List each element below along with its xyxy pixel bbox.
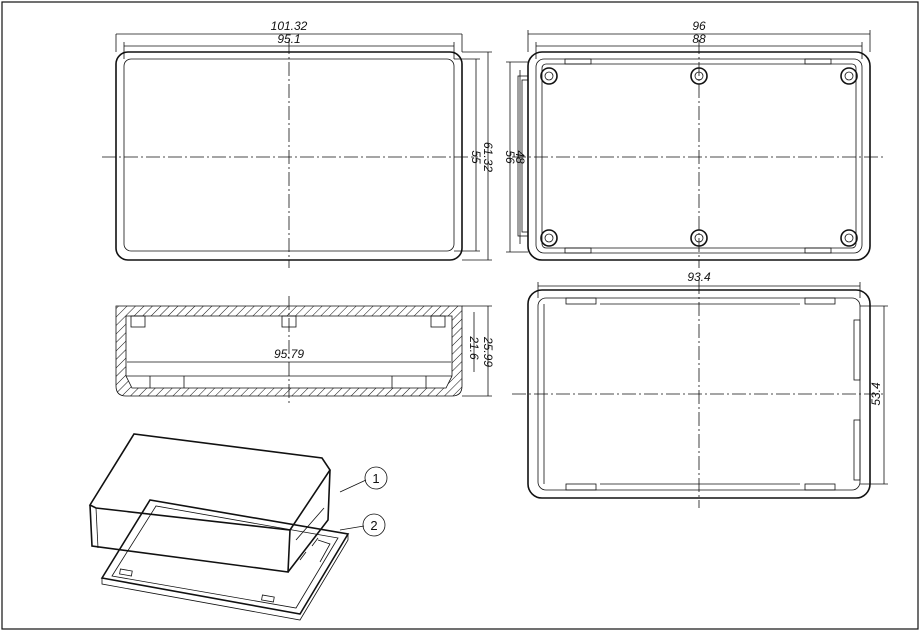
dim-section-outer-height: 25.99 (481, 336, 495, 367)
dim-base-inner-height: 48 (513, 150, 527, 164)
dim-top-outer-width: 101.32 (271, 19, 308, 33)
dim-bottom-inner-height: 53.4 (869, 382, 883, 406)
dim-base-outer-width: 96 (692, 19, 706, 33)
base-view (506, 30, 884, 268)
part-1-label: 1 (372, 471, 379, 486)
cover-box-part (88, 433, 331, 573)
section-view (115, 296, 492, 404)
screw-boss-bottom-right (840, 229, 858, 247)
part-2-label: 2 (370, 518, 377, 533)
screw-boss-top-left (540, 67, 558, 85)
dim-top-inner-height: 55 (469, 150, 483, 164)
screw-boss-top-right (840, 67, 858, 85)
dim-section-inner-height: 21.6 (467, 335, 481, 360)
dim-top-inner-width: 95.1 (277, 32, 300, 46)
dim-base-inner-width: 88 (692, 32, 706, 46)
dim-section-inner-width: 95.79 (274, 347, 304, 361)
top-view (102, 33, 492, 268)
bottom-view (512, 280, 888, 508)
screw-boss-bottom-left (540, 229, 558, 247)
dim-base-outer-height: 56 (503, 150, 517, 164)
isometric-assembly (88, 433, 388, 621)
base-plate-part (100, 499, 350, 621)
dim-bottom-inner-width: 93.4 (687, 270, 711, 284)
dim-top-outer-height: 61.32 (481, 142, 495, 172)
